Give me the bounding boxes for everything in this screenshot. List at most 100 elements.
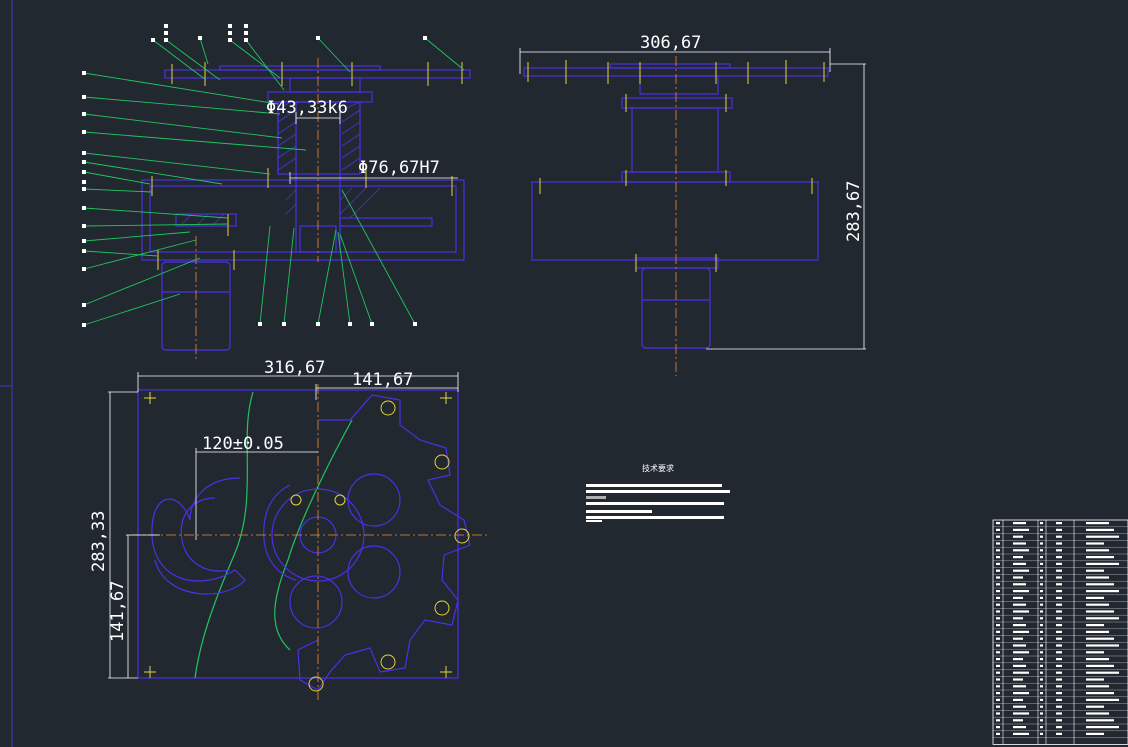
bom-cell-mark bbox=[1056, 576, 1062, 579]
bom-cell-mark bbox=[1013, 569, 1029, 572]
bom-cell-mark bbox=[1056, 671, 1062, 674]
dim-top-half-width: 141,67 bbox=[352, 370, 413, 390]
bom-cell-mark bbox=[1013, 617, 1023, 620]
bom-cell-mark bbox=[1056, 664, 1062, 667]
dim-side-width: 306,67 bbox=[640, 33, 701, 53]
bom-cell-mark bbox=[1013, 522, 1026, 525]
bom-cell-mark bbox=[1013, 637, 1023, 640]
bom-cell-mark bbox=[1086, 630, 1109, 633]
bom-cell-mark bbox=[1056, 692, 1062, 695]
bom-cell-mark bbox=[1013, 678, 1023, 681]
bom-cell-mark bbox=[1056, 712, 1062, 715]
bom-cell-mark bbox=[1056, 569, 1062, 572]
bom-cell-mark bbox=[1013, 692, 1029, 695]
bom-cell-mark bbox=[996, 535, 1000, 538]
bom-cell-mark bbox=[1040, 651, 1043, 654]
bom-cell-mark bbox=[1056, 535, 1062, 538]
bom-cell-mark bbox=[1040, 569, 1043, 572]
bom-cell-mark bbox=[996, 644, 1000, 647]
bom-cell-mark bbox=[996, 712, 1000, 715]
gear-arm bbox=[339, 217, 433, 227]
bom-cell-mark bbox=[1086, 569, 1104, 572]
bom-cell-mark bbox=[996, 692, 1000, 695]
bom-cell-mark bbox=[1040, 590, 1043, 593]
bom-cell-mark bbox=[1086, 562, 1119, 565]
bom-cell-mark bbox=[1013, 705, 1026, 708]
bom-cell-mark bbox=[1013, 644, 1026, 647]
bom-cell-mark bbox=[1086, 732, 1104, 735]
bom-cell-mark bbox=[1040, 528, 1043, 531]
bom-cell-mark bbox=[996, 590, 1000, 593]
bom-cell-mark bbox=[1013, 719, 1023, 722]
dim-top-height: 283,33 bbox=[89, 511, 109, 572]
bom-cell-mark bbox=[1013, 698, 1023, 701]
bom-cell-mark bbox=[1040, 630, 1043, 633]
bom-cell-mark bbox=[1086, 726, 1119, 729]
bom-cell-mark bbox=[1040, 535, 1043, 538]
bom-cell-mark bbox=[1040, 671, 1043, 674]
bom-cell-mark bbox=[1056, 678, 1062, 681]
dim-center-offset: 120±0.05 bbox=[202, 434, 284, 454]
top-dim-lines bbox=[108, 372, 459, 679]
bom-cell-mark bbox=[1040, 624, 1043, 627]
bom-cell-mark bbox=[1040, 705, 1043, 708]
bom-cell-mark bbox=[1040, 678, 1043, 681]
bom-cell-mark bbox=[1056, 522, 1062, 525]
bom-cell-mark bbox=[996, 549, 1000, 552]
bom-cell-mark bbox=[996, 705, 1000, 708]
station-hole-2 bbox=[347, 545, 401, 599]
bom-cell-mark bbox=[996, 719, 1000, 722]
bom-cell-mark bbox=[1013, 624, 1026, 627]
bom-cell-mark bbox=[1086, 671, 1119, 674]
title-block bbox=[992, 519, 1128, 745]
bom-cell-mark bbox=[1056, 610, 1062, 613]
bom-cell-mark bbox=[1086, 678, 1104, 681]
bom-cell-mark bbox=[1056, 644, 1062, 647]
cam-groove bbox=[180, 497, 231, 572]
bom-cell-mark bbox=[1040, 685, 1043, 688]
side-bearing-cap bbox=[621, 97, 733, 109]
bom-cell-mark bbox=[1056, 603, 1062, 606]
bom-cell-mark bbox=[996, 556, 1000, 559]
bom-cell-mark bbox=[1086, 637, 1114, 640]
cam-groove-right bbox=[263, 484, 297, 581]
side-housing bbox=[631, 107, 719, 173]
bom-cell-mark bbox=[1056, 651, 1062, 654]
bom-cell-mark bbox=[1013, 664, 1026, 667]
bom-cell-mark bbox=[1040, 583, 1043, 586]
bom-cell-mark bbox=[1086, 590, 1119, 593]
bom-cell-mark bbox=[1086, 576, 1109, 579]
bom-cell-mark bbox=[1056, 556, 1062, 559]
station-markers bbox=[290, 400, 470, 692]
bom-cell-mark bbox=[1086, 603, 1109, 606]
bom-cell-mark bbox=[996, 562, 1000, 565]
dim-shaft-diameter: Φ43,33k6 bbox=[266, 98, 348, 118]
bom-cell-mark bbox=[1056, 698, 1062, 701]
bom-cell-mark bbox=[996, 596, 1000, 599]
bom-cell-mark bbox=[1086, 522, 1109, 525]
bom-cell-mark bbox=[1056, 726, 1062, 729]
indexing-plate-outline bbox=[297, 394, 471, 691]
bom-cell-mark bbox=[1013, 726, 1026, 729]
front-dim-lines bbox=[289, 112, 458, 184]
bom-cell-mark bbox=[1040, 658, 1043, 661]
top-flange-raise bbox=[219, 65, 381, 71]
bom-cell-mark bbox=[1040, 698, 1043, 701]
bom-cell-mark bbox=[1086, 712, 1109, 715]
bom-cell-mark bbox=[1013, 610, 1029, 613]
bom-cell-mark bbox=[1086, 528, 1114, 531]
bom-cell-mark bbox=[1013, 685, 1026, 688]
bom-cell-mark bbox=[996, 658, 1000, 661]
top-flange bbox=[164, 69, 471, 79]
bom-cell-mark bbox=[1013, 528, 1029, 531]
bom-cell-mark bbox=[1086, 719, 1114, 722]
bom-cell-mark bbox=[1040, 692, 1043, 695]
bom-cell-mark bbox=[1056, 630, 1062, 633]
bom-cell-mark bbox=[1086, 596, 1104, 599]
bom-cell-mark bbox=[1013, 549, 1029, 552]
bom-cell-mark bbox=[1013, 583, 1026, 586]
bom-cell-mark bbox=[1086, 610, 1114, 613]
bom-frame bbox=[992, 519, 1128, 745]
bom-cell-mark bbox=[1013, 556, 1023, 559]
